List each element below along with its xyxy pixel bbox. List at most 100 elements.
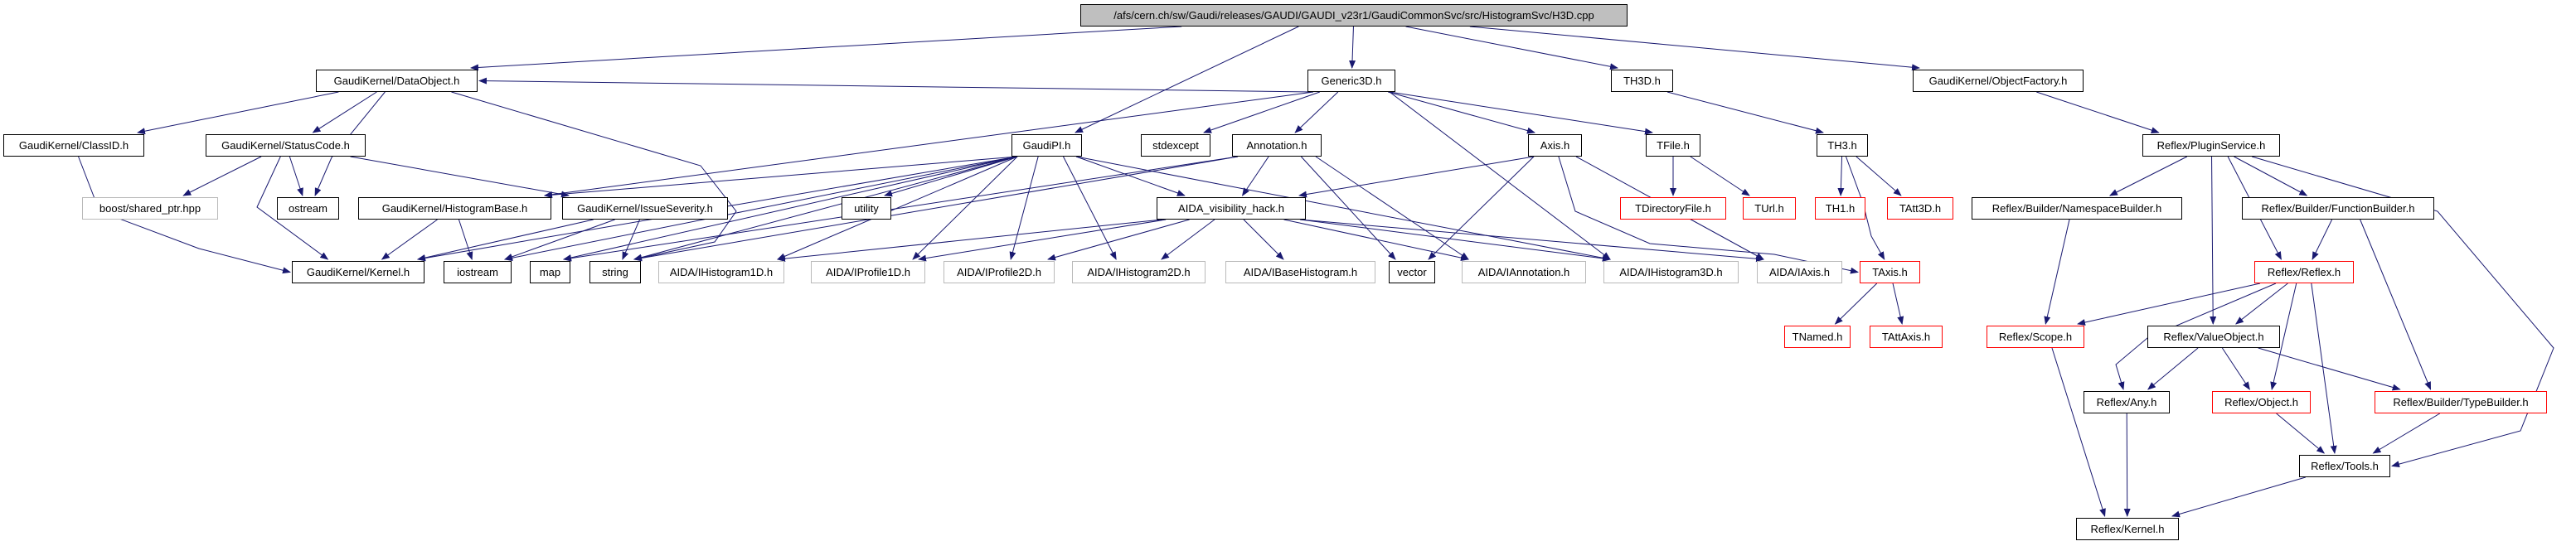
graph-node-namespacebuilder[interactable]: Reflex/Builder/NamespaceBuilder.h — [1972, 197, 2182, 220]
graph-node-kernel[interactable]: GaudiKernel/Kernel.h — [292, 261, 424, 283]
graph-node-objectfactory[interactable]: GaudiKernel/ObjectFactory.h — [1913, 70, 2084, 92]
edge-gaudipi-to-histogrambase — [544, 156, 1018, 199]
edge-tools-to-reflexkernel — [2171, 476, 2306, 518]
edge-dataobject-to-classid — [137, 91, 339, 135]
graph-node-th3d[interactable]: TH3D.h — [1611, 70, 1673, 92]
edge-namespacebuilder-to-scope — [2044, 219, 2070, 325]
edge-generic3d-to-stdexcept — [1203, 91, 1321, 133]
edge-dataobject-to-ostream — [314, 91, 386, 196]
graph-node-generic3d[interactable]: Generic3D.h — [1307, 70, 1395, 92]
graph-node-iannotation: AIDA/IAnnotation.h — [1462, 261, 1586, 283]
graph-node-vishack[interactable]: AIDA_visibility_hack.h — [1157, 197, 1306, 220]
graph-node-turl: TUrl.h — [1743, 197, 1796, 220]
graph-node-taxis: TAxis.h — [1860, 261, 1920, 283]
graph-node-utility: utility — [842, 197, 891, 220]
graph-node-axis[interactable]: Axis.h — [1528, 134, 1582, 157]
graph-node-tatt3d: TAtt3D.h — [1887, 197, 1953, 220]
edge-vishack-to-iprofile1d — [918, 219, 1167, 262]
edge-pluginservice-to-functionbuilder — [2234, 156, 2308, 196]
edge-vishack-to-ihistogram2d — [1161, 219, 1215, 260]
graph-node-reflex: Reflex/Reflex.h — [2254, 261, 2354, 283]
edge-title-to-th3d — [1405, 26, 1618, 70]
graph-node-valueobject[interactable]: Reflex/ValueObject.h — [2147, 326, 2280, 348]
edge-gaudipi-to-map — [563, 156, 1018, 261]
graph-node-pluginservice[interactable]: Reflex/PluginService.h — [2142, 134, 2280, 157]
graph-node-histogrambase[interactable]: GaudiKernel/HistogramBase.h — [358, 197, 551, 220]
edge-gaudipi-to-string — [633, 156, 1018, 261]
edge-gaudipi-to-vishack — [1075, 156, 1186, 196]
edge-generic3d-to-histogrambase — [544, 91, 1314, 198]
edge-issueseverity-to-iostream — [504, 219, 615, 260]
graph-node-functionbuilder[interactable]: Reflex/Builder/FunctionBuilder.h — [2242, 197, 2434, 220]
edge-vishack-to-ihistogram1d — [777, 219, 1163, 263]
edge-gaudipi-to-iostream — [504, 156, 1018, 262]
edge-objectfactory-to-pluginservice — [2036, 91, 2160, 133]
edge-gaudipi-to-ihistogram1d — [777, 156, 1018, 260]
edge-scope-to-reflexkernel — [2051, 347, 2106, 517]
edge-pluginservice-to-namespacebuilder — [2108, 156, 2188, 196]
graph-node-gaudipi[interactable]: GaudiPI.h — [1011, 134, 1082, 157]
graph-node-string: string — [589, 261, 641, 283]
edge-title-to-gaudipi — [1075, 26, 1299, 133]
edge-valueobject-to-typebuilder — [2258, 347, 2401, 391]
edge-reflex-to-any — [2115, 283, 2277, 390]
edge-statuscode-to-kernel — [256, 156, 329, 260]
edge-reflex-to-scope — [2077, 283, 2261, 326]
edge-axis-to-vector — [1428, 156, 1535, 260]
graph-node-ihistogram1d: AIDA/IHistogram1D.h — [658, 261, 784, 283]
graph-node-th1: TH1.h — [1815, 197, 1865, 220]
edge-object-to-tools — [2276, 413, 2326, 454]
edge-annotation-to-map — [563, 156, 1239, 262]
graph-node-ibasehistogram: AIDA/IBaseHistogram.h — [1225, 261, 1375, 283]
edge-taxis-to-tattaxis — [1892, 283, 1904, 325]
edge-generic3d-to-annotation — [1294, 91, 1339, 133]
edge-th3-to-taxis — [1846, 156, 1885, 260]
graph-node-stdexcept: stdexcept — [1141, 134, 1210, 157]
edge-gaudipi-to-ihistogram3d — [1075, 156, 1611, 262]
edge-annotation-to-vishack — [1241, 156, 1269, 196]
graph-node-tools[interactable]: Reflex/Tools.h — [2299, 455, 2390, 477]
graph-node-any[interactable]: Reflex/Any.h — [2084, 391, 2170, 413]
edge-gaudipi-to-iprofile1d — [912, 156, 1018, 260]
edge-statuscode-to-ostream — [289, 156, 303, 196]
edge-axis-to-vishack — [1298, 156, 1535, 198]
edge-generic3d-to-axis — [1388, 91, 1535, 134]
edge-typebuilder-to-tools — [2372, 413, 2441, 454]
edge-vishack-to-iannotation — [1283, 219, 1469, 262]
graph-node-th3[interactable]: TH3.h — [1817, 134, 1868, 157]
graph-node-title: /afs/cern.ch/sw/Gaudi/releases/GAUDI/GAU… — [1080, 4, 1628, 27]
edge-gaudipi-to-utility — [884, 156, 1018, 197]
edge-dataobject-to-statuscode — [312, 91, 377, 133]
graph-node-iprofile2d: AIDA/IProfile2D.h — [944, 261, 1055, 283]
edge-issueseverity-to-string — [622, 219, 640, 260]
edge-generic3d-to-tfile — [1389, 91, 1653, 135]
graph-node-reflexkernel[interactable]: Reflex/Kernel.h — [2076, 518, 2179, 540]
graph-node-typebuilder: Reflex/Builder/TypeBuilder.h — [2375, 391, 2547, 413]
edge-vishack-to-ibasehistogram — [1243, 219, 1284, 260]
graph-node-ihistogram2d: AIDA/IHistogram2D.h — [1072, 261, 1206, 283]
graph-node-tattaxis: TAttAxis.h — [1870, 326, 1943, 348]
edge-reflex-to-object — [2270, 283, 2297, 390]
graph-node-iostream: iostream — [444, 261, 512, 283]
graph-node-annotation[interactable]: Annotation.h — [1232, 134, 1322, 157]
graph-node-tdirectoryfile: TDirectoryFile.h — [1620, 197, 1726, 220]
edge-histogrambase-to-iostream — [458, 219, 473, 260]
edge-axis-to-taxis — [1558, 156, 1859, 274]
graph-node-scope: Reflex/Scope.h — [1987, 326, 2084, 348]
edge-annotation-to-iannotation — [1315, 156, 1469, 260]
edge-dataobject-to-string — [451, 91, 737, 262]
edge-annotation-to-vector — [1300, 156, 1396, 260]
graph-node-dataobject[interactable]: GaudiKernel/DataObject.h — [316, 70, 478, 92]
graph-node-classid[interactable]: GaudiKernel/ClassID.h — [3, 134, 144, 157]
graph-node-object: Reflex/Object.h — [2212, 391, 2311, 413]
graph-node-statuscode[interactable]: GaudiKernel/StatusCode.h — [206, 134, 366, 157]
edge-issueseverity-to-kernel — [417, 219, 594, 261]
edge-statuscode-to-issueseverity — [350, 156, 570, 198]
graph-node-issueseverity[interactable]: GaudiKernel/IssueSeverity.h — [562, 197, 728, 220]
edge-generic3d-to-dataobject — [478, 77, 1314, 93]
edge-functionbuilder-to-reflex — [2312, 219, 2333, 260]
graph-node-tfile[interactable]: TFile.h — [1646, 134, 1700, 157]
edge-functionbuilder-to-typebuilder — [2360, 219, 2432, 390]
edge-vishack-to-iaxis — [1299, 219, 1764, 263]
